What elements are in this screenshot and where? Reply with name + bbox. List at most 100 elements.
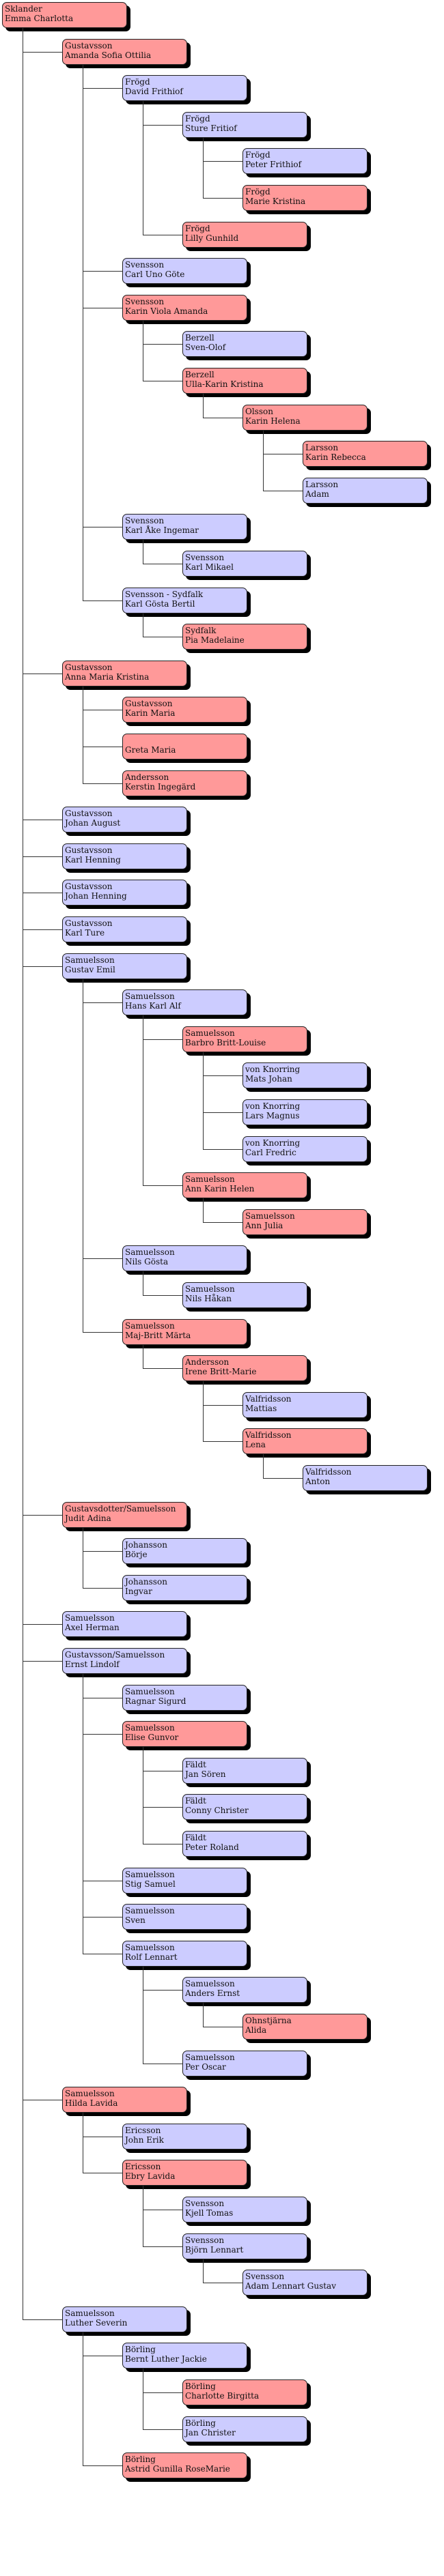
person-surname: Ohnstjärna — [245, 2016, 292, 2025]
trunk-connector — [203, 1198, 204, 1222]
person-surname: Johansson — [125, 1576, 167, 1587]
person-given-names: Barbro Britt-Louise — [185, 1037, 266, 1047]
person-surname: Larsson — [305, 479, 339, 489]
person-given-names: Ernst Lindolf — [65, 1660, 120, 1669]
person-surname: Svensson — [245, 2272, 285, 2282]
person-surname: Samuelsson — [65, 1613, 115, 1623]
branch-connector — [23, 51, 62, 53]
person-surname: Frögd — [185, 223, 210, 233]
person-surname: Samuelsson — [125, 992, 175, 1002]
person-surname: Samuelsson — [185, 1979, 235, 1989]
person-given-names: Lilly Gunhild — [185, 233, 239, 243]
branch-connector — [83, 271, 122, 272]
person-given-names: Hilda Lavida — [65, 2098, 118, 2109]
branch-connector — [83, 600, 122, 601]
person-surname: Frögd — [245, 150, 270, 160]
person-surname: Gustavsson — [65, 845, 113, 855]
person-node[interactable]: Greta Maria — [122, 734, 247, 759]
person-surname: Fäldt — [185, 1759, 207, 1769]
person-given-names: Mattias — [245, 1403, 277, 1413]
person-given-names: Peter Frithiof — [245, 160, 302, 170]
branch-connector — [143, 1807, 182, 1808]
person-surname: Gustavsson — [65, 40, 113, 50]
person-given-names: Mats Johan — [245, 1074, 292, 1084]
person-surname: Valfridsson — [305, 1467, 352, 1477]
person-given-names: Conny Christer — [185, 1806, 249, 1816]
trunk-connector — [203, 1381, 204, 1442]
person-surname: Samuelsson — [125, 1869, 175, 1879]
person-surname: Gustavsson — [65, 918, 113, 928]
person-surname: Samuelsson — [185, 1174, 235, 1185]
person-surname: Samuelsson — [125, 1942, 175, 1952]
person-surname: Samuelsson — [65, 2089, 115, 2099]
